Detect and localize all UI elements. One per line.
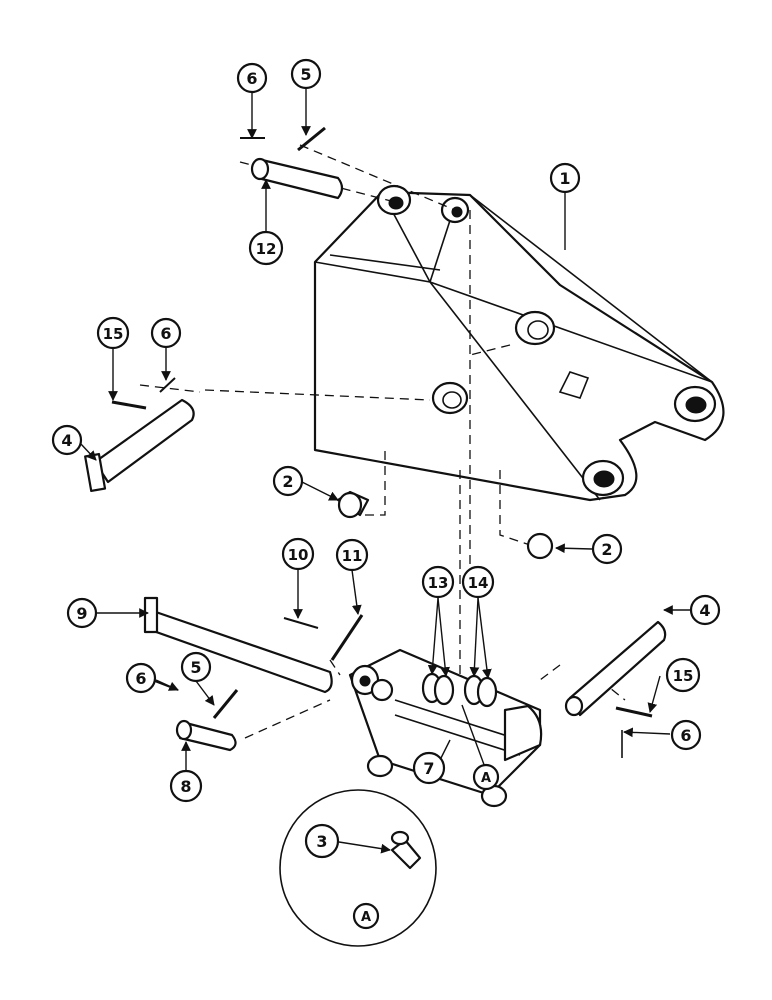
main-frame: [313, 184, 725, 502]
svg-text:10: 10: [288, 546, 309, 564]
pin-4-left: [84, 398, 195, 493]
svg-text:A: A: [361, 910, 371, 925]
svg-text:3: 3: [316, 832, 327, 851]
svg-text:6: 6: [135, 669, 146, 688]
pin-15-right: [615, 706, 653, 718]
pin-12: [250, 157, 344, 200]
svg-text:2: 2: [282, 472, 293, 491]
pin-4-right: [564, 620, 667, 717]
pin-10: [283, 617, 319, 629]
callout-2-left: 2: [272, 465, 304, 497]
svg-text:13: 13: [428, 574, 449, 592]
callout-6-left: 6: [150, 317, 182, 349]
svg-text:6: 6: [160, 324, 171, 343]
svg-text:A: A: [481, 771, 491, 786]
pin-6-left: [159, 377, 176, 393]
leader-lines: [79, 88, 690, 854]
callout-4-right: 4: [689, 594, 721, 626]
callout-2-right: 2: [591, 533, 623, 565]
callout-11: 11: [335, 538, 369, 572]
washers-13: [421, 672, 455, 706]
callout-7: 7: [412, 751, 446, 785]
svg-text:11: 11: [342, 547, 363, 565]
callout-4-left: 4: [51, 424, 83, 456]
svg-text:12: 12: [256, 240, 277, 258]
top-pin-5: [297, 126, 326, 152]
svg-text:9: 9: [76, 604, 87, 623]
callout-15-right: 15: [665, 657, 701, 693]
callout-8: 8: [169, 769, 203, 803]
pin-5-lower: [212, 689, 239, 719]
svg-text:7: 7: [423, 759, 434, 778]
callout-6-lower: 6: [125, 662, 157, 694]
callout-12: 12: [248, 230, 284, 266]
svg-text:8: 8: [180, 777, 191, 796]
bushing-2-left: [336, 490, 370, 519]
callout-13: 13: [421, 565, 455, 599]
svg-text:14: 14: [468, 574, 489, 592]
svg-text:2: 2: [601, 540, 612, 559]
callout-9: 9: [66, 597, 98, 629]
callout-3: 3: [304, 823, 340, 859]
svg-text:6: 6: [680, 726, 691, 745]
svg-text:4: 4: [699, 601, 710, 620]
bushing-2-right: [526, 532, 554, 560]
pin-8: [175, 719, 237, 752]
svg-text:15: 15: [103, 325, 124, 343]
callout-15-left: 15: [96, 316, 130, 350]
svg-text:15: 15: [673, 667, 694, 685]
callout-5-top: 5: [290, 58, 322, 90]
callout-a-assembly: A: [472, 763, 500, 791]
washers-14: [463, 674, 498, 708]
callout-5-lower: 5: [180, 651, 212, 683]
svg-text:5: 5: [190, 658, 201, 677]
callout-a-detail: A: [352, 902, 380, 930]
svg-text:6: 6: [246, 69, 257, 88]
pin-9: [143, 596, 333, 694]
svg-text:5: 5: [300, 65, 311, 84]
axle-assembly: [348, 648, 543, 808]
svg-text:4: 4: [61, 431, 72, 450]
callout-10: 10: [281, 537, 315, 571]
pin-15-left: [111, 400, 147, 410]
svg-text:1: 1: [559, 169, 570, 188]
callout-1: 1: [549, 162, 581, 194]
callout-6-right: 6: [670, 719, 702, 751]
pin-11: [330, 614, 364, 661]
callout-6-top: 6: [236, 62, 268, 94]
callout-14: 14: [461, 565, 495, 599]
